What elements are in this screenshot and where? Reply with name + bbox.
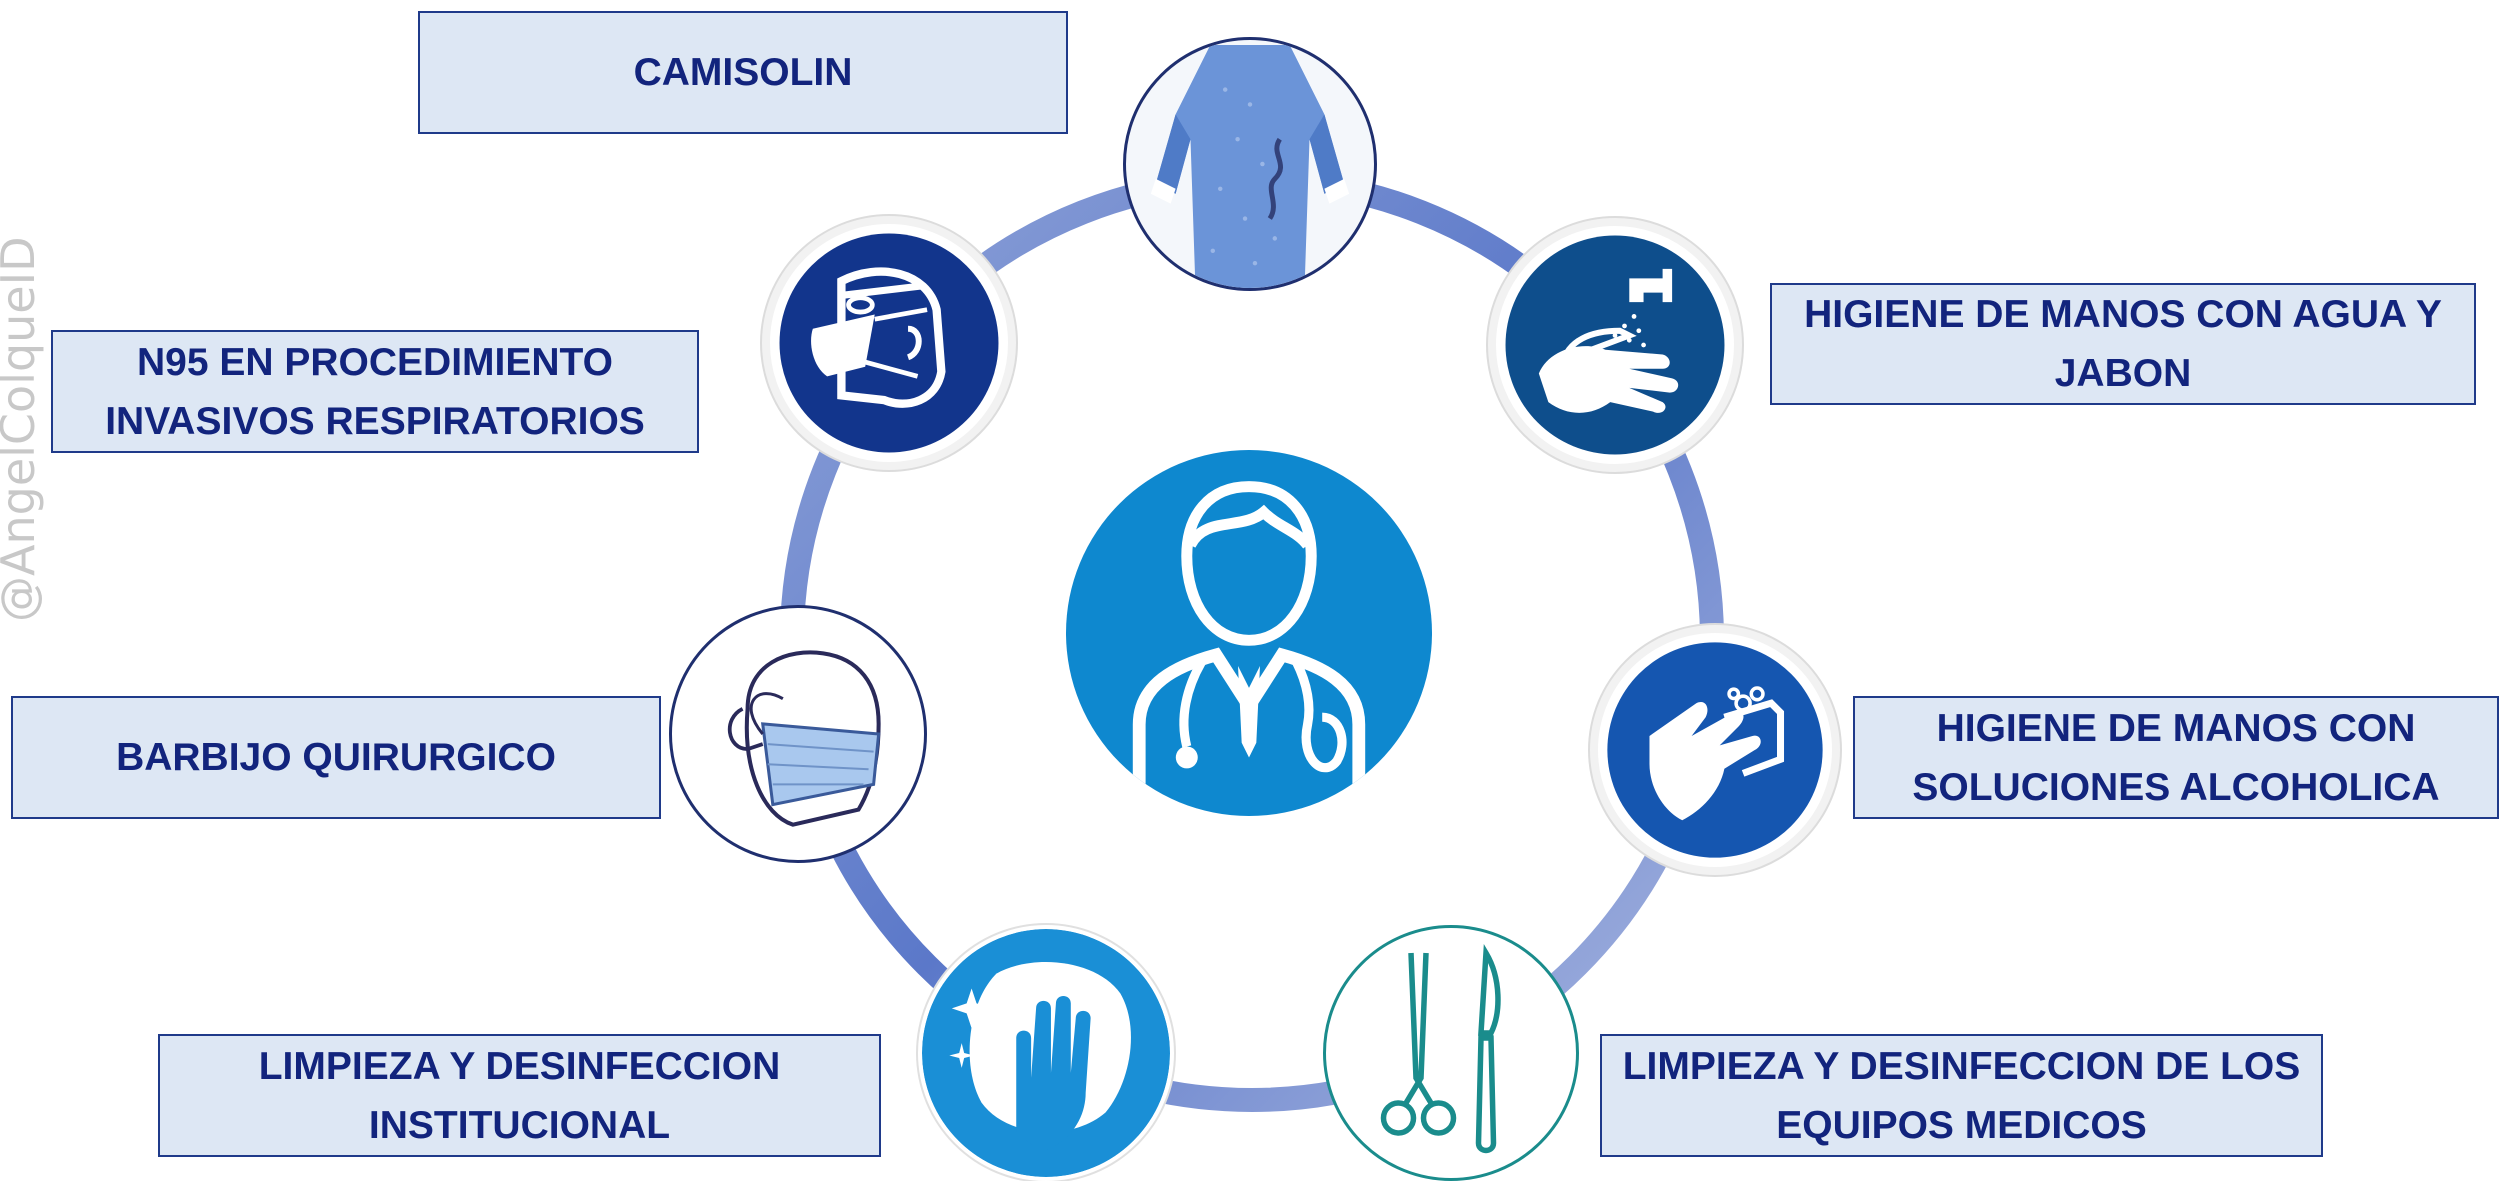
label-limpieza-equipos: LIMPIEZA Y DESINFECCION DE LOS EQUIPOS M… — [1600, 1034, 2323, 1157]
label-barbijo-line-1: BARBIJO QUIRURGICO — [116, 736, 556, 779]
label-higiene-alcohol: HIGIENE DE MANOS CON SOLUCIONES ALCOHOLI… — [1853, 696, 2499, 819]
label-limpieza-institucional-line-1: LIMPIEZA Y DESINFECCION — [258, 1044, 781, 1088]
doctor-icon — [1066, 450, 1432, 816]
label-higiene-alcohol-line-2: SOLUCIONES ALCOHOLICA — [1912, 765, 2440, 809]
cleaning-hand-icon — [918, 925, 1174, 1181]
hand-sanitizer-icon — [1590, 625, 1840, 875]
label-limpieza-equipos-line-1: LIMPIEZA Y DESINFECCION DE LOS — [1622, 1044, 2301, 1088]
label-higiene-alcohol-line-1: HIGIENE DE MANOS CON — [1936, 706, 2416, 750]
label-barbijo: BARBIJO QUIRURGICO — [11, 696, 661, 819]
label-higiene-agua-line-2: JABON — [2054, 352, 2192, 395]
handwash-faucet-icon — [1488, 218, 1742, 472]
surgical-gown-icon — [1123, 37, 1377, 291]
respirator-mask-icon — [762, 216, 1016, 470]
surgical-instruments-icon — [1323, 925, 1579, 1181]
label-n95-line-2: INVASIVOS RESPIRATORIOS — [105, 399, 645, 443]
label-camisolin-line-1: CAMISOLIN — [633, 51, 853, 94]
label-camisolin: CAMISOLIN — [418, 11, 1068, 134]
label-limpieza-institucional-line-2: INSTITUCIONAL — [368, 1103, 671, 1147]
surgical-mask-icon — [669, 605, 927, 863]
label-higiene-agua-line-1: HIGIENE DE MANOS CON AGUA Y — [1804, 293, 2442, 336]
label-higiene-agua: HIGIENE DE MANOS CON AGUA Y JABON — [1770, 283, 2476, 405]
label-limpieza-institucional: LIMPIEZA Y DESINFECCION INSTITUCIONAL — [158, 1034, 881, 1157]
label-limpieza-equipos-line-2: EQUIPOS MEDICOS — [1776, 1103, 2147, 1147]
label-n95-line-1: N95 EN PROCEDIMIENTO — [136, 340, 614, 384]
label-n95: N95 EN PROCEDIMIENTO INVASIVOS RESPIRATO… — [51, 330, 699, 453]
